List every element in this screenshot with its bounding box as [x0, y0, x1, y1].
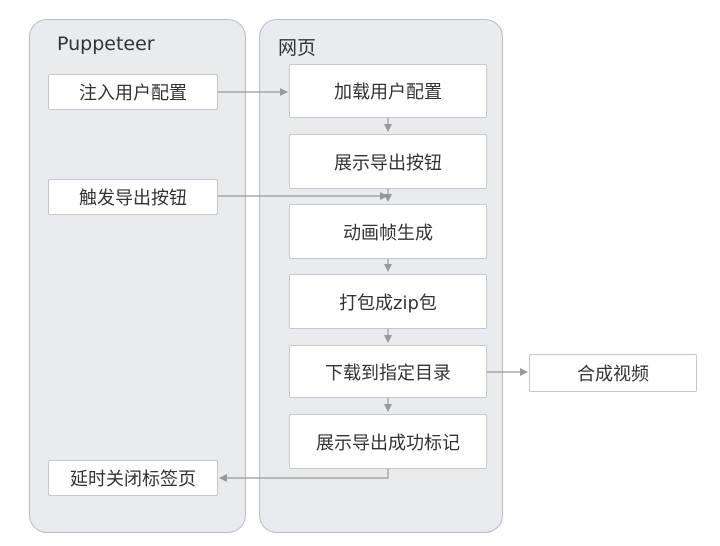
node-pack-zip: 打包成zip包	[289, 274, 487, 329]
node-show-export-success: 展示导出成功标记	[289, 414, 487, 469]
node-generate-animation-frames: 动画帧生成	[289, 204, 487, 259]
lane-title-puppeteer: Puppeteer	[57, 33, 155, 55]
node-compose-video: 合成视频	[529, 354, 697, 392]
node-load-user-config: 加载用户配置	[289, 64, 487, 118]
node-inject-user-config: 注入用户配置	[48, 74, 218, 110]
node-show-export-button: 展示导出按钮	[289, 134, 487, 189]
node-delayed-close-tab: 延时关闭标签页	[48, 460, 218, 496]
edge-success-to-close-tab	[219, 469, 389, 482]
node-download-to-directory: 下载到指定目录	[289, 345, 487, 398]
node-trigger-export-button: 触发导出按钮	[48, 179, 218, 215]
lane-title-webpage: 网页	[278, 37, 317, 59]
